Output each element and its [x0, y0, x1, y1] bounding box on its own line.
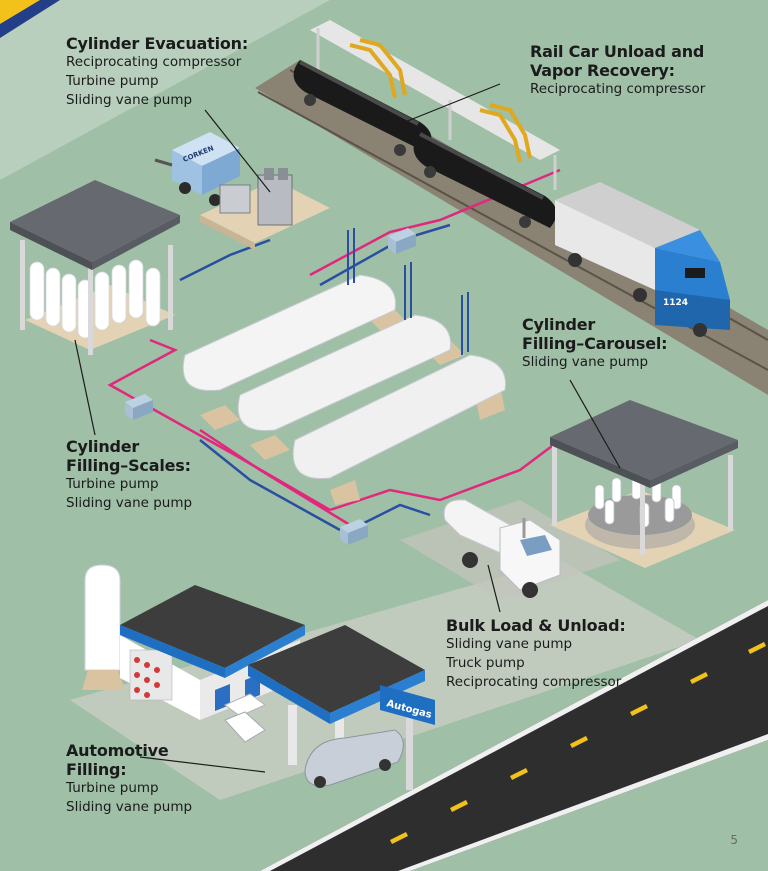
callout-title: Automotive [66, 741, 169, 760]
callout-item: Sliding vane pump [446, 636, 573, 652]
callout-item: Turbine pump [66, 476, 159, 492]
gas-station: Autogas [82, 564, 435, 790]
callout-cylinder-evacuation: Cylinder Evacuation: Reciprocating compr… [66, 34, 248, 110]
callout-title: Cylinder Evacuation: [66, 34, 249, 53]
background-band [0, 0, 330, 180]
bulk-storage-tank [237, 262, 465, 460]
locomotive-number: 1124 [663, 298, 688, 308]
callout-item: Sliding vane pump [66, 495, 193, 511]
callout-bulk-load-unload: Bulk Load & Unload: Sliding vane pump Tr… [446, 616, 626, 692]
callout-cylinder-filling-scales: Cylinder Filling–Scales: Turbine pump Sl… [66, 437, 192, 513]
carousel-filling-shed [550, 400, 738, 568]
callout-item: Truck pump [446, 655, 525, 671]
callout-title: Rail Car Unload and [530, 42, 705, 61]
callout-item: Reciprocating compressor [66, 54, 242, 70]
loading-rack [310, 20, 560, 190]
callout-cylinder-filling-carousel: Cylinder Filling–Carousel: Sliding vane … [522, 315, 668, 372]
portable-compressor: CORKEN [154, 132, 240, 206]
cylinder-storage-shed [10, 180, 180, 355]
callout-title: Bulk Load & Unload: [446, 616, 626, 635]
callout-rail-car-unload: Rail Car Unload and Vapor Recovery: Reci… [530, 42, 705, 99]
bobtail-truck [443, 499, 561, 598]
callout-item: Turbine pump [66, 780, 159, 796]
tank-car [413, 132, 557, 228]
valve-box [340, 519, 368, 545]
valve-box [125, 394, 153, 420]
callout-item: Reciprocating compressor [530, 81, 706, 97]
highway-road [260, 600, 768, 871]
page-number: 5 [730, 833, 738, 847]
callout-item: Sliding vane pump [66, 799, 193, 815]
callout-item: Reciprocating compressor [446, 674, 622, 690]
valve-box [388, 228, 416, 254]
callout-title: Vapor Recovery: [530, 61, 675, 80]
callout-leader-lines [74, 83, 621, 773]
bulk-storage-tank [292, 292, 507, 505]
callout-item: Sliding vane pump [66, 92, 193, 108]
callout-title: Cylinder [66, 437, 140, 456]
tank-car [293, 60, 432, 156]
evacuation-compressor-skid [200, 168, 330, 250]
callout-title: Filling–Carousel: [522, 334, 668, 353]
bulk-storage-tank [182, 228, 410, 430]
locomotive: 1124 [555, 182, 730, 337]
callout-automotive-filling: Automotive Filling: Turbine pump Sliding… [66, 741, 192, 817]
callout-title: Cylinder [522, 315, 596, 334]
callout-title: Filling–Scales: [66, 456, 191, 475]
callout-item: Sliding vane pump [522, 354, 649, 370]
callout-title: Filling: [66, 760, 127, 779]
callout-item: Turbine pump [66, 73, 159, 89]
